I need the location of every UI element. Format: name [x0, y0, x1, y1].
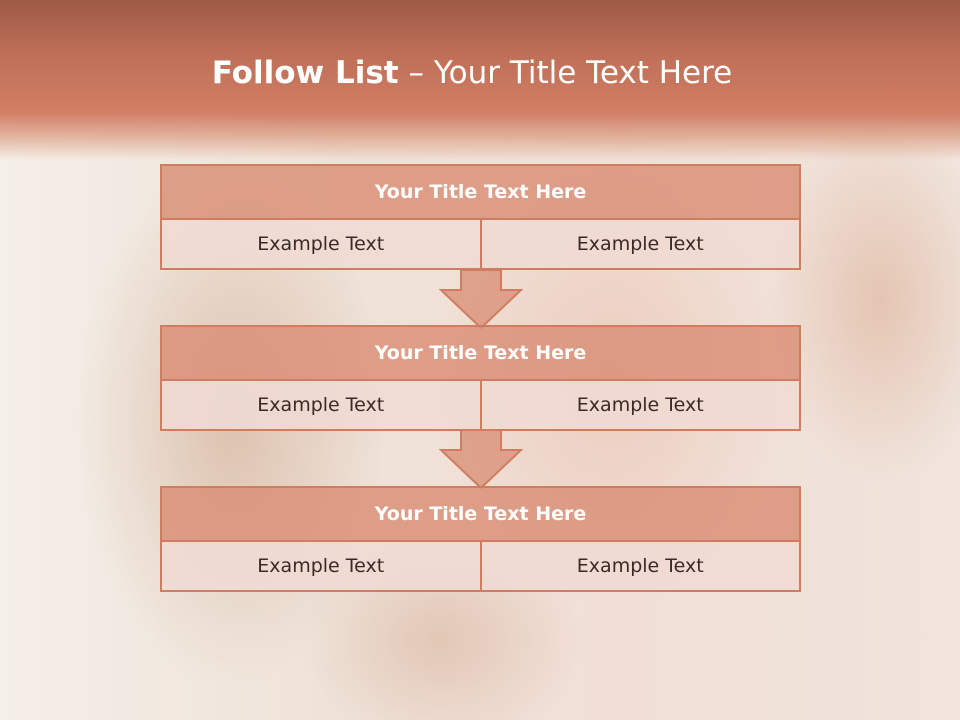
slide-title: Follow List – Your Title Text Here [0, 55, 944, 91]
list-block-2: Your Title Text Here Example Text Exampl… [160, 325, 801, 431]
block-title: Your Title Text Here [160, 164, 801, 220]
block-cell-left: Example Text [160, 542, 482, 592]
block-cell-left: Example Text [160, 220, 482, 270]
block-row: Example Text Example Text [160, 220, 801, 270]
block-cell-left: Example Text [160, 381, 482, 431]
slide-title-bold: Follow List [211, 55, 399, 91]
block-title: Your Title Text Here [160, 486, 801, 542]
block-row: Example Text Example Text [160, 381, 801, 431]
slide-title-rest: – Your Title Text Here [398, 55, 733, 91]
block-title: Your Title Text Here [160, 325, 801, 381]
list-block-3: Your Title Text Here Example Text Exampl… [160, 486, 801, 592]
block-row: Example Text Example Text [160, 542, 801, 592]
block-cell-right: Example Text [481, 220, 801, 270]
list-block-1: Your Title Text Here Example Text Exampl… [160, 164, 801, 270]
block-cell-right: Example Text [481, 381, 801, 431]
block-cell-right: Example Text [481, 542, 801, 592]
down-arrow-icon [439, 270, 523, 330]
title-band [0, 0, 960, 160]
down-arrow-icon [439, 430, 523, 490]
